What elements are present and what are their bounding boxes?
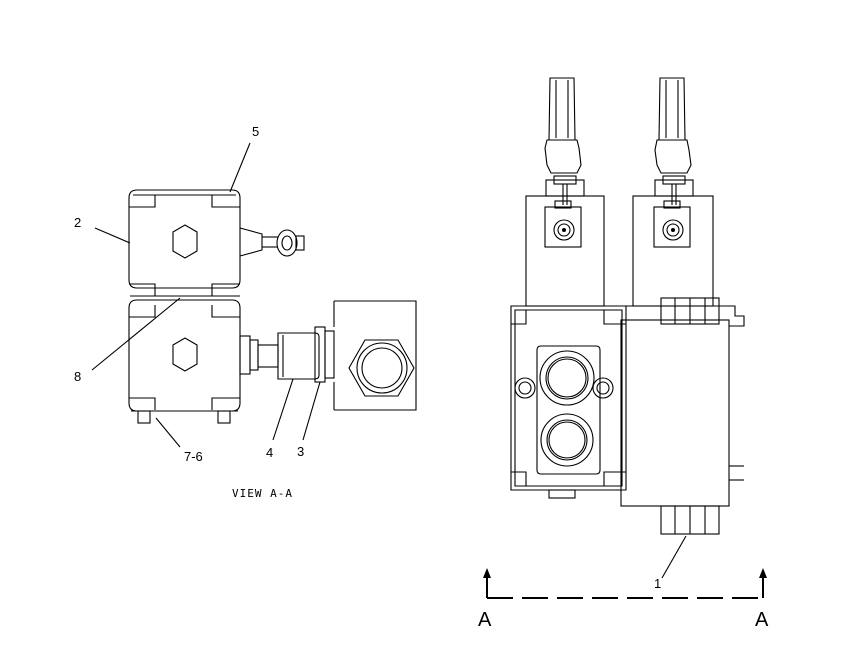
callout-5: 5	[252, 124, 259, 139]
leader-4	[272, 378, 294, 441]
end-port	[333, 300, 417, 411]
leader-2	[94, 227, 131, 244]
leader-8	[91, 297, 181, 371]
callout-2: 2	[74, 215, 81, 230]
solenoid-housing-right	[632, 195, 714, 307]
valve-body-rear	[620, 297, 745, 535]
leader-7-6	[155, 417, 181, 448]
solenoid-housing-left	[525, 195, 605, 307]
lower-fitting	[239, 326, 335, 383]
view-label: VIEW A-A	[232, 487, 293, 500]
upper-connector	[239, 227, 305, 257]
callout-7-6: 7-6	[184, 449, 203, 464]
leader-1	[661, 535, 687, 579]
section-mark-right: A	[755, 609, 769, 631]
lower-valve-block	[128, 299, 241, 424]
view-a-a-drawing	[91, 142, 417, 448]
upper-valve-block	[128, 189, 241, 296]
hex-plug-upper	[172, 224, 198, 259]
main-view-drawing	[510, 77, 745, 579]
leader-3	[302, 381, 321, 441]
callout-8: 8	[74, 369, 81, 384]
hex-plug-lower	[172, 337, 198, 372]
section-mark-left: A	[478, 609, 492, 631]
callout-3: 3	[297, 444, 304, 459]
section-line-a-a	[483, 568, 767, 599]
solenoid-left	[544, 77, 585, 205]
solenoid-right	[654, 77, 694, 205]
callout-4: 4	[266, 445, 273, 460]
callout-1: 1	[654, 576, 661, 591]
valve-body-front	[510, 305, 627, 499]
leader-5	[229, 142, 251, 193]
